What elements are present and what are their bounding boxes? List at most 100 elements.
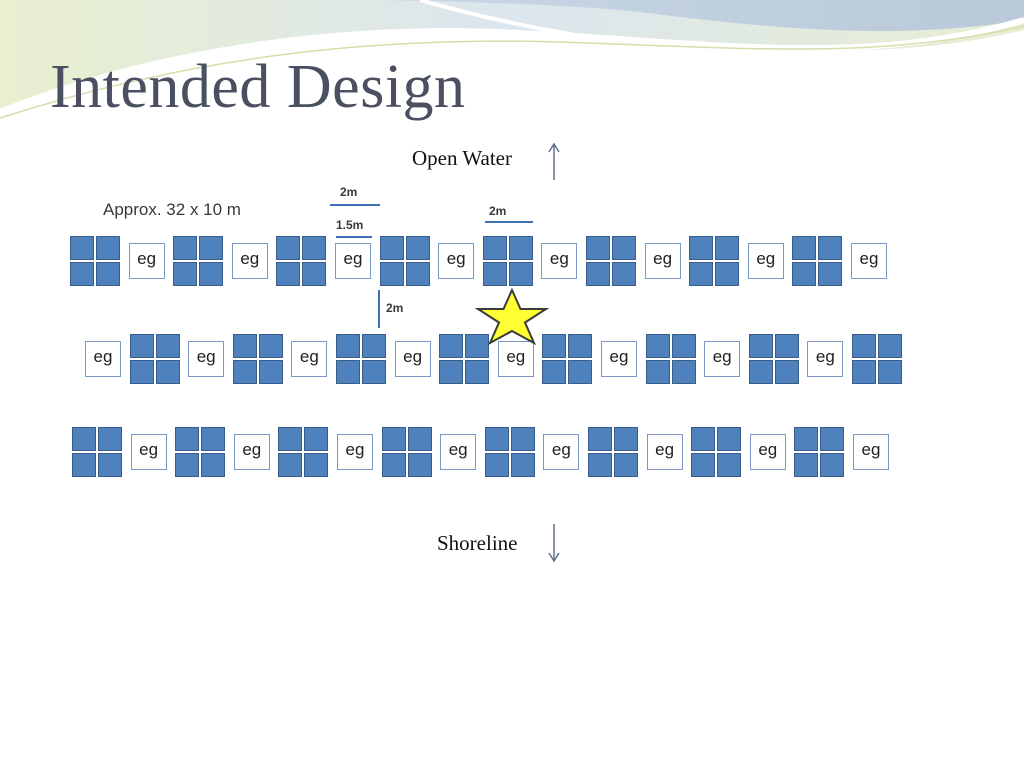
plot-cell	[70, 236, 94, 260]
plot-cell	[818, 262, 843, 286]
plot-cell	[689, 236, 714, 260]
plot-cell	[407, 453, 432, 477]
plot-cell	[173, 236, 198, 260]
plot-cell	[379, 262, 404, 286]
eg-box: eg	[851, 243, 887, 279]
row-spacing-line	[378, 290, 380, 328]
plot-cell	[510, 427, 535, 451]
plot-cell	[717, 427, 742, 451]
plot-cell	[381, 427, 406, 451]
plot-block	[276, 236, 327, 286]
plot-cell	[645, 334, 670, 358]
header-swoosh-decoration	[0, 0, 1024, 119]
plot-cell	[336, 334, 360, 358]
plot-cell	[689, 262, 714, 286]
plot-cell	[612, 262, 636, 286]
plot-cell	[748, 360, 773, 384]
slide-title: Intended Design	[50, 53, 466, 121]
plot-cell	[405, 262, 430, 286]
plot-cell	[774, 334, 799, 358]
eg-width-line	[336, 236, 372, 238]
plot-cell	[232, 334, 257, 358]
plot-cell	[671, 334, 696, 358]
plot-cell	[715, 262, 740, 286]
star-icon	[474, 288, 550, 346]
plot-cell	[542, 360, 567, 384]
eg-box: eg	[644, 243, 681, 279]
plot-cell	[794, 453, 819, 477]
eg-box: eg	[497, 341, 534, 377]
plot-cell	[304, 427, 329, 451]
plot-cell	[465, 360, 490, 384]
eg-box: eg	[394, 341, 431, 377]
plot-cell	[568, 334, 593, 358]
plot-cell	[465, 334, 490, 358]
plot-cell	[232, 360, 257, 384]
eg-box: eg	[188, 341, 225, 377]
plot-cell	[199, 236, 224, 260]
plot-cell	[201, 427, 226, 451]
plot-cell	[336, 360, 360, 384]
plot-cell	[614, 427, 638, 451]
gap-width-label: 2m	[489, 204, 507, 218]
plot-cell	[792, 236, 817, 260]
plot-block	[588, 427, 638, 477]
plot-cell	[878, 360, 902, 384]
plot-cell	[276, 236, 301, 260]
plot-block	[439, 334, 490, 384]
plot-cell	[645, 360, 670, 384]
plot-cell	[302, 262, 327, 286]
plot-cell	[258, 360, 283, 384]
plot-cell	[671, 360, 696, 384]
plot-cell	[510, 453, 535, 477]
plot-cell	[717, 453, 742, 477]
plot-cell	[508, 262, 533, 286]
plot-cell	[201, 453, 226, 477]
plot-cell	[129, 360, 154, 384]
plot-cell	[484, 453, 509, 477]
plot-cell	[72, 427, 96, 451]
plot-cell	[155, 360, 180, 384]
plot-cell	[482, 236, 507, 260]
plot-cell	[586, 262, 610, 286]
plot-block	[232, 334, 283, 384]
eg-box: eg	[291, 341, 328, 377]
eg-box: eg	[704, 341, 741, 377]
open-water-label: Open Water	[412, 146, 512, 170]
plot-cell	[588, 453, 612, 477]
plot-block	[72, 427, 122, 477]
plot-block	[484, 427, 535, 477]
plot-cell	[748, 334, 773, 358]
plot-block	[336, 334, 386, 384]
plot-cell	[614, 453, 638, 477]
plot-block	[645, 334, 696, 384]
plot-width-line	[330, 204, 380, 206]
plot-cell	[155, 334, 180, 358]
plot-block	[691, 427, 742, 477]
plot-cell	[381, 453, 406, 477]
plot-cell	[818, 236, 843, 260]
plot-cell	[129, 334, 154, 358]
plot-cell	[98, 453, 122, 477]
plot-block	[278, 427, 329, 477]
plot-block	[748, 334, 799, 384]
plot-block	[852, 334, 902, 384]
plot-block	[129, 334, 180, 384]
eg-box: eg	[541, 243, 578, 279]
plot-block	[794, 427, 845, 477]
eg-box: eg	[438, 243, 475, 279]
plot-cell	[302, 236, 327, 260]
plot-cell	[96, 262, 120, 286]
plot-cell	[508, 236, 533, 260]
plot-cell	[612, 236, 636, 260]
plot-cell	[72, 453, 96, 477]
shoreline-label: Shoreline	[437, 531, 518, 555]
plot-block	[173, 236, 224, 286]
plot-cell	[70, 262, 94, 286]
plot-cell	[278, 427, 303, 451]
plot-cell	[304, 453, 329, 477]
plot-cell	[278, 453, 303, 477]
plot-block	[792, 236, 843, 286]
plot-cell	[852, 334, 876, 358]
eg-box: eg	[337, 434, 373, 470]
